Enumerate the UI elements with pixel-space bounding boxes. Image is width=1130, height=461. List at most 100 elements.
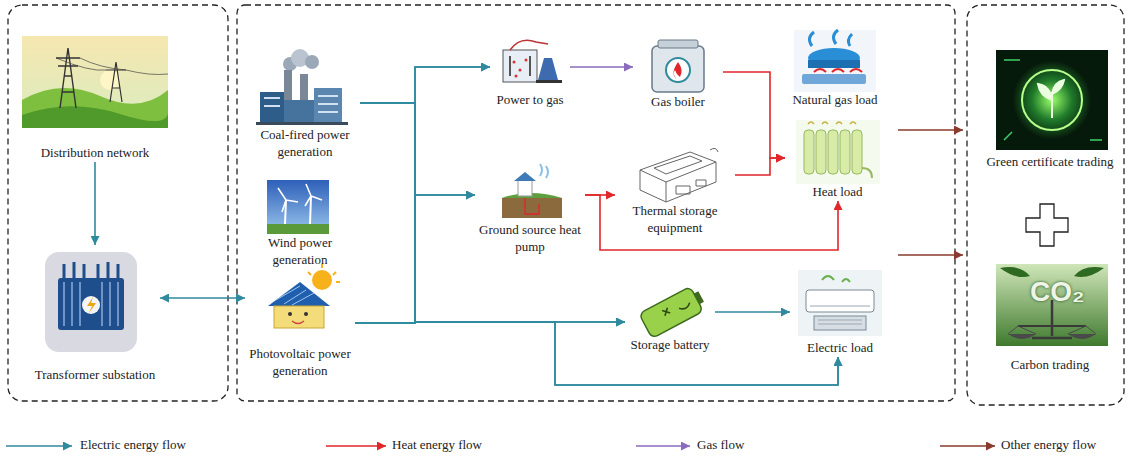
transformer-icon (64, 282, 118, 326)
heat-load-icon (796, 120, 880, 184)
legend-text: Electric energy flow (80, 437, 186, 452)
flow-connector (723, 72, 785, 158)
storage-unit: Storage battery (625, 282, 715, 354)
flow-connector (585, 195, 838, 250)
power-to-gas-icon (503, 50, 537, 82)
icon-space (985, 48, 1115, 154)
legend-sample (6, 445, 72, 447)
power-to-gas-icon (513, 61, 516, 64)
conversion-unit: Power to gas (490, 38, 570, 109)
region-outline (8, 5, 1124, 405)
natural-gas-load-icon (808, 60, 860, 68)
node-label: Natural gas load (780, 92, 890, 109)
heat-load-icon (804, 130, 814, 174)
gas-boiler-icon (658, 40, 698, 48)
node-label: Wind power generation (250, 235, 350, 269)
distribution-network: Distribution network (20, 35, 170, 162)
flow-connector (360, 103, 838, 385)
natural-gas-load-icon (814, 69, 862, 72)
natural-gas-load-icon (794, 30, 876, 92)
photovoltaic-icon (268, 282, 330, 306)
flow-connector (360, 103, 475, 195)
photovoltaic-icon (312, 270, 332, 290)
node-label: Gas boiler (633, 94, 723, 111)
coal-plant-icon (300, 74, 308, 100)
gas-boiler-icon (652, 46, 704, 92)
icon-space (625, 282, 715, 337)
thermal-storage-icon (640, 162, 716, 202)
photovoltaic-icon (274, 306, 324, 328)
photovoltaic-icon (276, 286, 314, 305)
flow-connector (735, 158, 785, 175)
electric-load-icon (798, 270, 882, 336)
icon-space (633, 42, 723, 94)
plus-symbol (1026, 204, 1068, 246)
storage-battery-icon (639, 284, 708, 338)
ground-source-heat-pump-icon (502, 198, 562, 218)
electric-load-icon (814, 316, 866, 330)
natural-gas-load-icon (794, 30, 876, 92)
carbon-trading-icon (1000, 267, 1104, 277)
green-certificate-icon (1022, 70, 1082, 130)
storage-battery-icon (639, 286, 703, 338)
natural-gas-load-icon (808, 48, 860, 68)
thermal-storage-icon (654, 156, 702, 174)
load-unit: Electric load (790, 268, 890, 357)
coal-plant-icon (284, 70, 292, 100)
heat-load-icon (828, 130, 838, 174)
carbon-trading-icon (1008, 334, 1096, 339)
heat-load-icon (796, 120, 880, 184)
conversion-unit: Ground source heat pump (475, 170, 585, 256)
flow-arrow (898, 129, 963, 131)
distribution-network-icon (56, 48, 80, 108)
legend-entry: Electric energy flow (80, 437, 186, 453)
green-certificate-icon (1038, 80, 1064, 118)
legend-text: Other energy flow (1001, 437, 1096, 452)
transformer-icon (82, 296, 100, 314)
node-label: Carbon trading (985, 357, 1115, 374)
icon-space (30, 245, 160, 367)
transformer-icon (64, 262, 118, 278)
legend-text: Heat energy flow (392, 437, 482, 452)
flow-connector (570, 66, 633, 68)
distribution-network-icon (100, 70, 120, 90)
storage-battery-icon (694, 291, 704, 304)
power-to-gas-icon (519, 69, 522, 72)
thermal-storage-icon (640, 152, 716, 182)
generation-unit: Wind power generation (250, 180, 350, 269)
conversion-unit: Gas boiler (633, 42, 723, 111)
flow-connector (355, 67, 490, 323)
flow-connector (355, 322, 838, 385)
generation-unit: Photovoltaic power generation (245, 268, 355, 380)
legend-sample (326, 445, 386, 447)
green-certificate-icon (1004, 60, 1102, 140)
region-outline (967, 5, 1124, 405)
carbon-trading-icon (996, 264, 1108, 346)
storage-battery-icon (662, 297, 691, 318)
legend-sample (636, 445, 690, 447)
transformer-icon (45, 252, 137, 352)
power-to-gas-icon (510, 40, 548, 50)
power-to-gas-icon (525, 59, 528, 62)
node-label: Ground source heat pump (475, 222, 585, 256)
transformer-icon (58, 278, 124, 330)
coal-plant-icon (256, 122, 348, 125)
wind-icon (278, 184, 322, 212)
carbon-trading-icon (1018, 325, 1086, 327)
node-label: Power to gas (490, 92, 570, 109)
carbon-trading-icon (996, 264, 1108, 346)
ground-source-heat-pump-icon (540, 164, 548, 178)
icon-space (790, 268, 890, 340)
power-to-gas-icon (503, 40, 562, 83)
natural-gas-load-icon (809, 30, 852, 46)
thermal-storage-icon (710, 148, 718, 152)
icon-space (20, 35, 170, 145)
carbon-trading-icon (1008, 326, 1096, 334)
gas-boiler-icon (673, 62, 681, 78)
flow-connector (360, 67, 490, 103)
ground-source-heat-pump-icon (518, 180, 532, 196)
node-label: Thermal storage equipment (615, 203, 735, 237)
storage-battery-icon (639, 284, 708, 338)
wind-icon (267, 180, 329, 234)
electric-load-icon (806, 290, 874, 312)
